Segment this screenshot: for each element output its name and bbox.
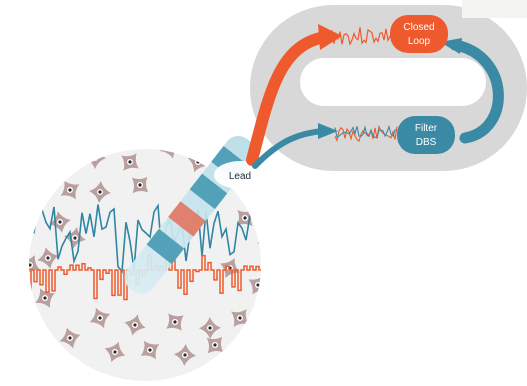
neuron-cell — [64, 227, 86, 249]
closed-loop-label-line2: Loop — [408, 36, 431, 47]
neuron-cell — [35, 288, 55, 308]
filter-label-line2: DBS — [416, 137, 437, 148]
filter-dbs-pill: Filter DBS — [397, 116, 455, 154]
neuron-cell — [206, 336, 224, 354]
neural-signal-teal — [29, 200, 261, 274]
neuron-cell — [29, 255, 40, 275]
neuron-cell — [49, 211, 71, 233]
neuron-cell — [140, 340, 160, 360]
lead-label: Lead — [229, 171, 251, 182]
neuron-cell — [174, 344, 196, 366]
closed-loop-pill: Closed Loop — [390, 15, 448, 53]
filter-label-line1: Filter — [415, 123, 438, 134]
neuron-cell — [37, 247, 59, 269]
neuron-cell — [121, 153, 139, 171]
teal-output-arrow — [252, 128, 326, 169]
neuron-cell — [199, 317, 221, 339]
neuron-cell — [60, 180, 80, 200]
arrows — [246, 24, 504, 169]
closed-loop-signal-trace — [329, 27, 393, 46]
filter-signal-trace-teal — [334, 124, 398, 139]
neuron-cell — [124, 314, 146, 336]
neuron-cell — [231, 309, 249, 327]
neuron-cell — [89, 307, 111, 329]
loop-track — [250, 0, 527, 171]
neuron-cell — [104, 341, 126, 363]
neuron-cell — [89, 181, 111, 203]
neuron-cell — [59, 327, 81, 349]
orange-loop-arrow — [246, 31, 331, 166]
teal-return-arrow — [449, 39, 504, 144]
neuron-cell — [131, 176, 149, 194]
neuron-cell — [166, 313, 184, 331]
closed-loop-label-line1: Closed — [403, 22, 434, 33]
